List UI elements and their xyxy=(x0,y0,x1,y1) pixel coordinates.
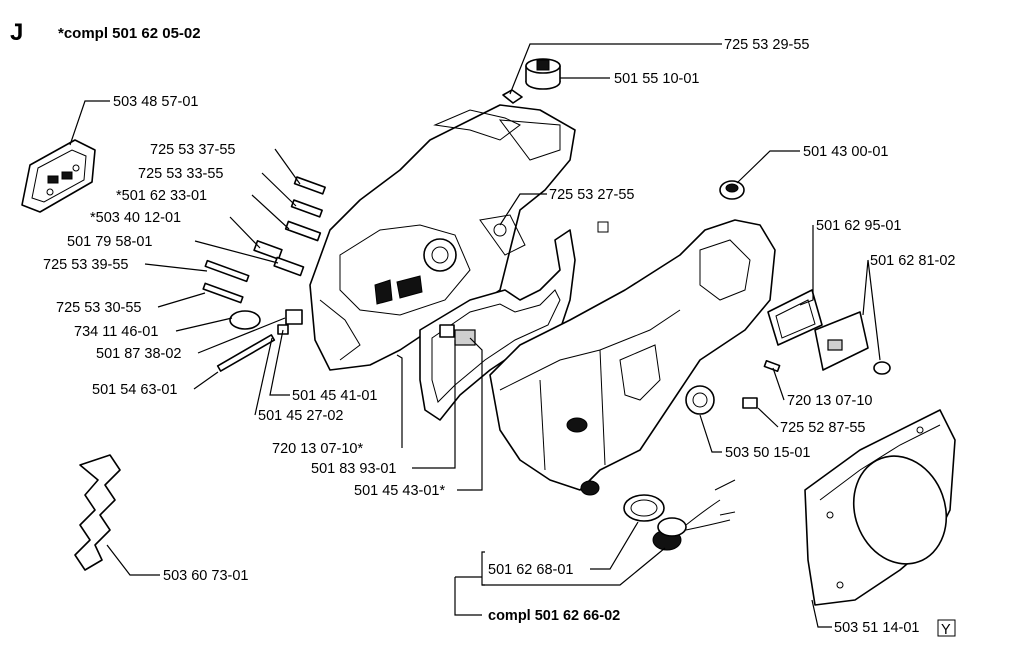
part-label: 725 53 30-55 xyxy=(56,300,141,316)
part-label: 501 83 93-01 xyxy=(311,461,396,477)
part-label: 501 43 00-01 xyxy=(803,144,888,160)
part-label: 501 79 58-01 xyxy=(67,234,152,250)
part-label: 725 53 39-55 xyxy=(43,257,128,273)
part-label: 725 52 87-55 xyxy=(780,420,865,436)
part-label: 503 50 15-01 xyxy=(725,445,810,461)
y-box-symbol: Y xyxy=(937,619,956,638)
part-label: 501 54 63-01 xyxy=(92,382,177,398)
part-label: 725 53 33-55 xyxy=(138,166,223,182)
reference-square-symbol xyxy=(597,221,609,233)
top-mount-drawing xyxy=(502,58,561,104)
bracket-drawing xyxy=(74,454,121,571)
part-label: 501 62 68-01 xyxy=(488,562,573,578)
leader-lines xyxy=(69,43,881,628)
cover-plate-drawing xyxy=(21,139,96,213)
screws-and-pins-drawing xyxy=(202,176,326,372)
part-label: 501 55 10-01 xyxy=(614,71,699,87)
part-label: 725 53 29-55 xyxy=(724,37,809,53)
part-drawings xyxy=(21,58,956,606)
part-label: 501 45 27-02 xyxy=(258,408,343,424)
grommet-drawing xyxy=(719,180,745,200)
part-label: 725 53 27-55 xyxy=(549,187,634,203)
fan-housing-drawing xyxy=(804,409,956,606)
part-label-assembly: compl 501 62 66-02 xyxy=(488,608,620,624)
part-label: *501 62 33-01 xyxy=(116,188,207,204)
part-label: 734 11 46-01 xyxy=(74,324,158,340)
assembly-number: *compl 501 62 05-02 xyxy=(58,25,201,42)
part-label: 503 48 57-01 xyxy=(113,94,198,110)
part-label: 501 45 41-01 xyxy=(292,388,377,404)
part-label: 501 45 43-01* xyxy=(354,483,445,499)
crankcase-right-drawing xyxy=(489,219,776,496)
section-letter: J xyxy=(10,19,23,46)
side-plates-drawing xyxy=(742,289,891,409)
part-label: 720 13 07-10* xyxy=(272,441,363,457)
y-box-letter: Y xyxy=(941,622,951,638)
part-label: 725 53 37-55 xyxy=(150,142,235,158)
part-label: 503 51 14-01 xyxy=(834,620,919,636)
filler-cap-drawing xyxy=(652,479,736,551)
part-label: 720 13 07-10 xyxy=(787,393,872,409)
part-labels: 725 53 29-55 501 55 10-01 503 48 57-01 5… xyxy=(43,37,955,636)
part-label: 501 62 81-02 xyxy=(870,253,955,269)
crankcase-left-drawing xyxy=(309,104,576,371)
part-label: 501 62 95-01 xyxy=(816,218,901,234)
part-label: 503 60 73-01 xyxy=(163,568,248,584)
part-label: 501 87 38-02 xyxy=(96,346,181,362)
seal-ring-drawing xyxy=(623,494,665,522)
part-label: *503 40 12-01 xyxy=(90,210,181,226)
gasket-drawing xyxy=(419,229,576,421)
